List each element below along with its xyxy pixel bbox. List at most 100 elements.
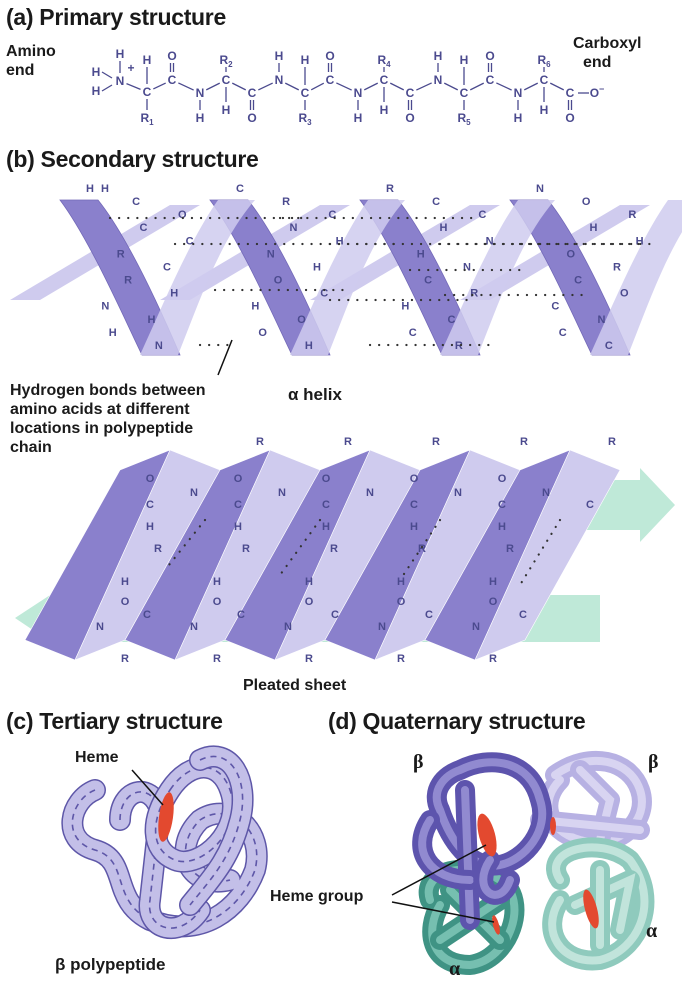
subunit-tube-highlight [479,856,514,899]
atom-label: R [330,543,338,555]
atom-label: R4 [377,53,391,69]
atom-label: C [143,85,152,99]
hbond-label-line4: chain [10,439,52,456]
heme-group-pointer-line [391,901,495,923]
atom-label: C [432,196,440,208]
heme-group-pointer-line [391,844,487,896]
atom-label: R6 [537,53,551,69]
heme-disc [550,817,556,835]
atom-label: C [478,209,486,221]
subunit-beta-2-label: β [648,751,659,773]
atom-label: C [566,86,575,100]
atom-label: C [320,288,328,300]
atom-label: R [506,543,514,555]
atom-label: C [301,86,310,100]
atom-label: C [586,499,594,511]
subunit-tube-highlight [536,816,644,834]
atom-label: R [432,436,440,448]
atom-label: H [305,340,313,352]
atom-label: H [234,521,242,533]
atom-label: O [322,473,331,485]
heading-secondary-structure: (b) Secondary structure [6,146,259,172]
backbone-bond [549,82,565,91]
hbond-label-line2: amino acids at different [10,401,190,418]
atom-label: C [448,314,456,326]
atom-label: O [234,473,243,485]
atom-label: C [237,609,245,621]
atom-label: H [322,521,330,533]
atom-label: C [163,261,171,273]
atom-label: H [86,183,94,195]
atom-label: O [258,327,267,339]
atom-label: H [101,183,109,195]
atom-label: R [520,436,528,448]
atom-label: N [190,621,198,633]
atom-label: R [282,196,290,208]
atom-label: C [574,275,582,287]
atom-label: H [251,301,259,313]
atom-label: H [434,49,443,63]
backbone-bond [231,82,247,91]
atom-label: C [425,609,433,621]
atom-label: H [301,53,310,67]
pleated-sheet: CNCNCNCNCNCOHROHROHROHROHRNCNCNCNCNCHORH… [15,436,675,665]
atom-label: N [284,621,292,633]
atom-label: O [121,596,130,608]
backbone-bond [258,82,273,91]
atom-label: R [397,653,405,665]
alpha-helix-label: α helix [288,385,342,404]
atom-label: N [196,86,205,100]
backbone-bond [336,82,352,91]
atom-label: O [498,473,507,485]
atom-label: O [167,49,176,63]
backbone-bond [126,83,141,90]
atom-label: O [178,209,187,221]
backbone-bond [496,82,512,91]
backbone-bond [416,82,432,91]
atom-label: N [96,621,104,633]
heading-quaternary-structure: (d) Quaternary structure [328,708,586,734]
sheet-hydrogen-bond [163,518,207,572]
sheet-pleat [474,449,621,661]
atom-label: R [628,209,636,221]
subunit-alpha-1-label: α [449,958,461,980]
backbone-bond [523,82,539,91]
atom-label: R2 [219,53,233,69]
atom-label: N [155,340,163,352]
atom-label: N [514,86,523,100]
atom-label: O [146,473,155,485]
helix-coil-line [189,755,244,906]
atom-label: C [486,73,495,87]
atom-label: R [386,183,394,195]
helix-front-strand [59,199,181,356]
atom-label: O− [590,84,605,100]
atom-label: N [542,487,550,499]
backbone-bond [310,82,325,91]
heading-primary-structure: (a) Primary structure [6,4,226,30]
atom-label: C [322,499,330,511]
atom-label: O [620,288,629,300]
subunit-alpha-2-label: α [646,920,658,942]
quaternary-structure [412,750,655,975]
atom-label: N [275,73,284,87]
atom-label: H [92,65,101,79]
atom-label: R3 [298,111,312,127]
hbond-label-line1: Hydrogen bonds between [10,382,206,399]
subunit-tube-highlight [418,816,474,884]
heme-label: Heme [75,749,119,766]
sheet-hydrogen-bond [278,518,322,577]
atom-label: O [566,248,575,260]
atom-label: + [127,61,134,75]
atom-label: H [305,576,313,588]
atom-label: H [439,222,447,234]
atom-label: C [519,609,527,621]
atom-label: C [143,609,151,621]
atom-label: N [354,86,363,100]
atom-label: O [489,596,498,608]
atom-label: H [313,261,321,273]
atom-label: C [331,609,339,621]
atom-label: R1 [140,111,154,127]
atom-label: O [247,111,256,125]
atom-label: C [132,196,140,208]
